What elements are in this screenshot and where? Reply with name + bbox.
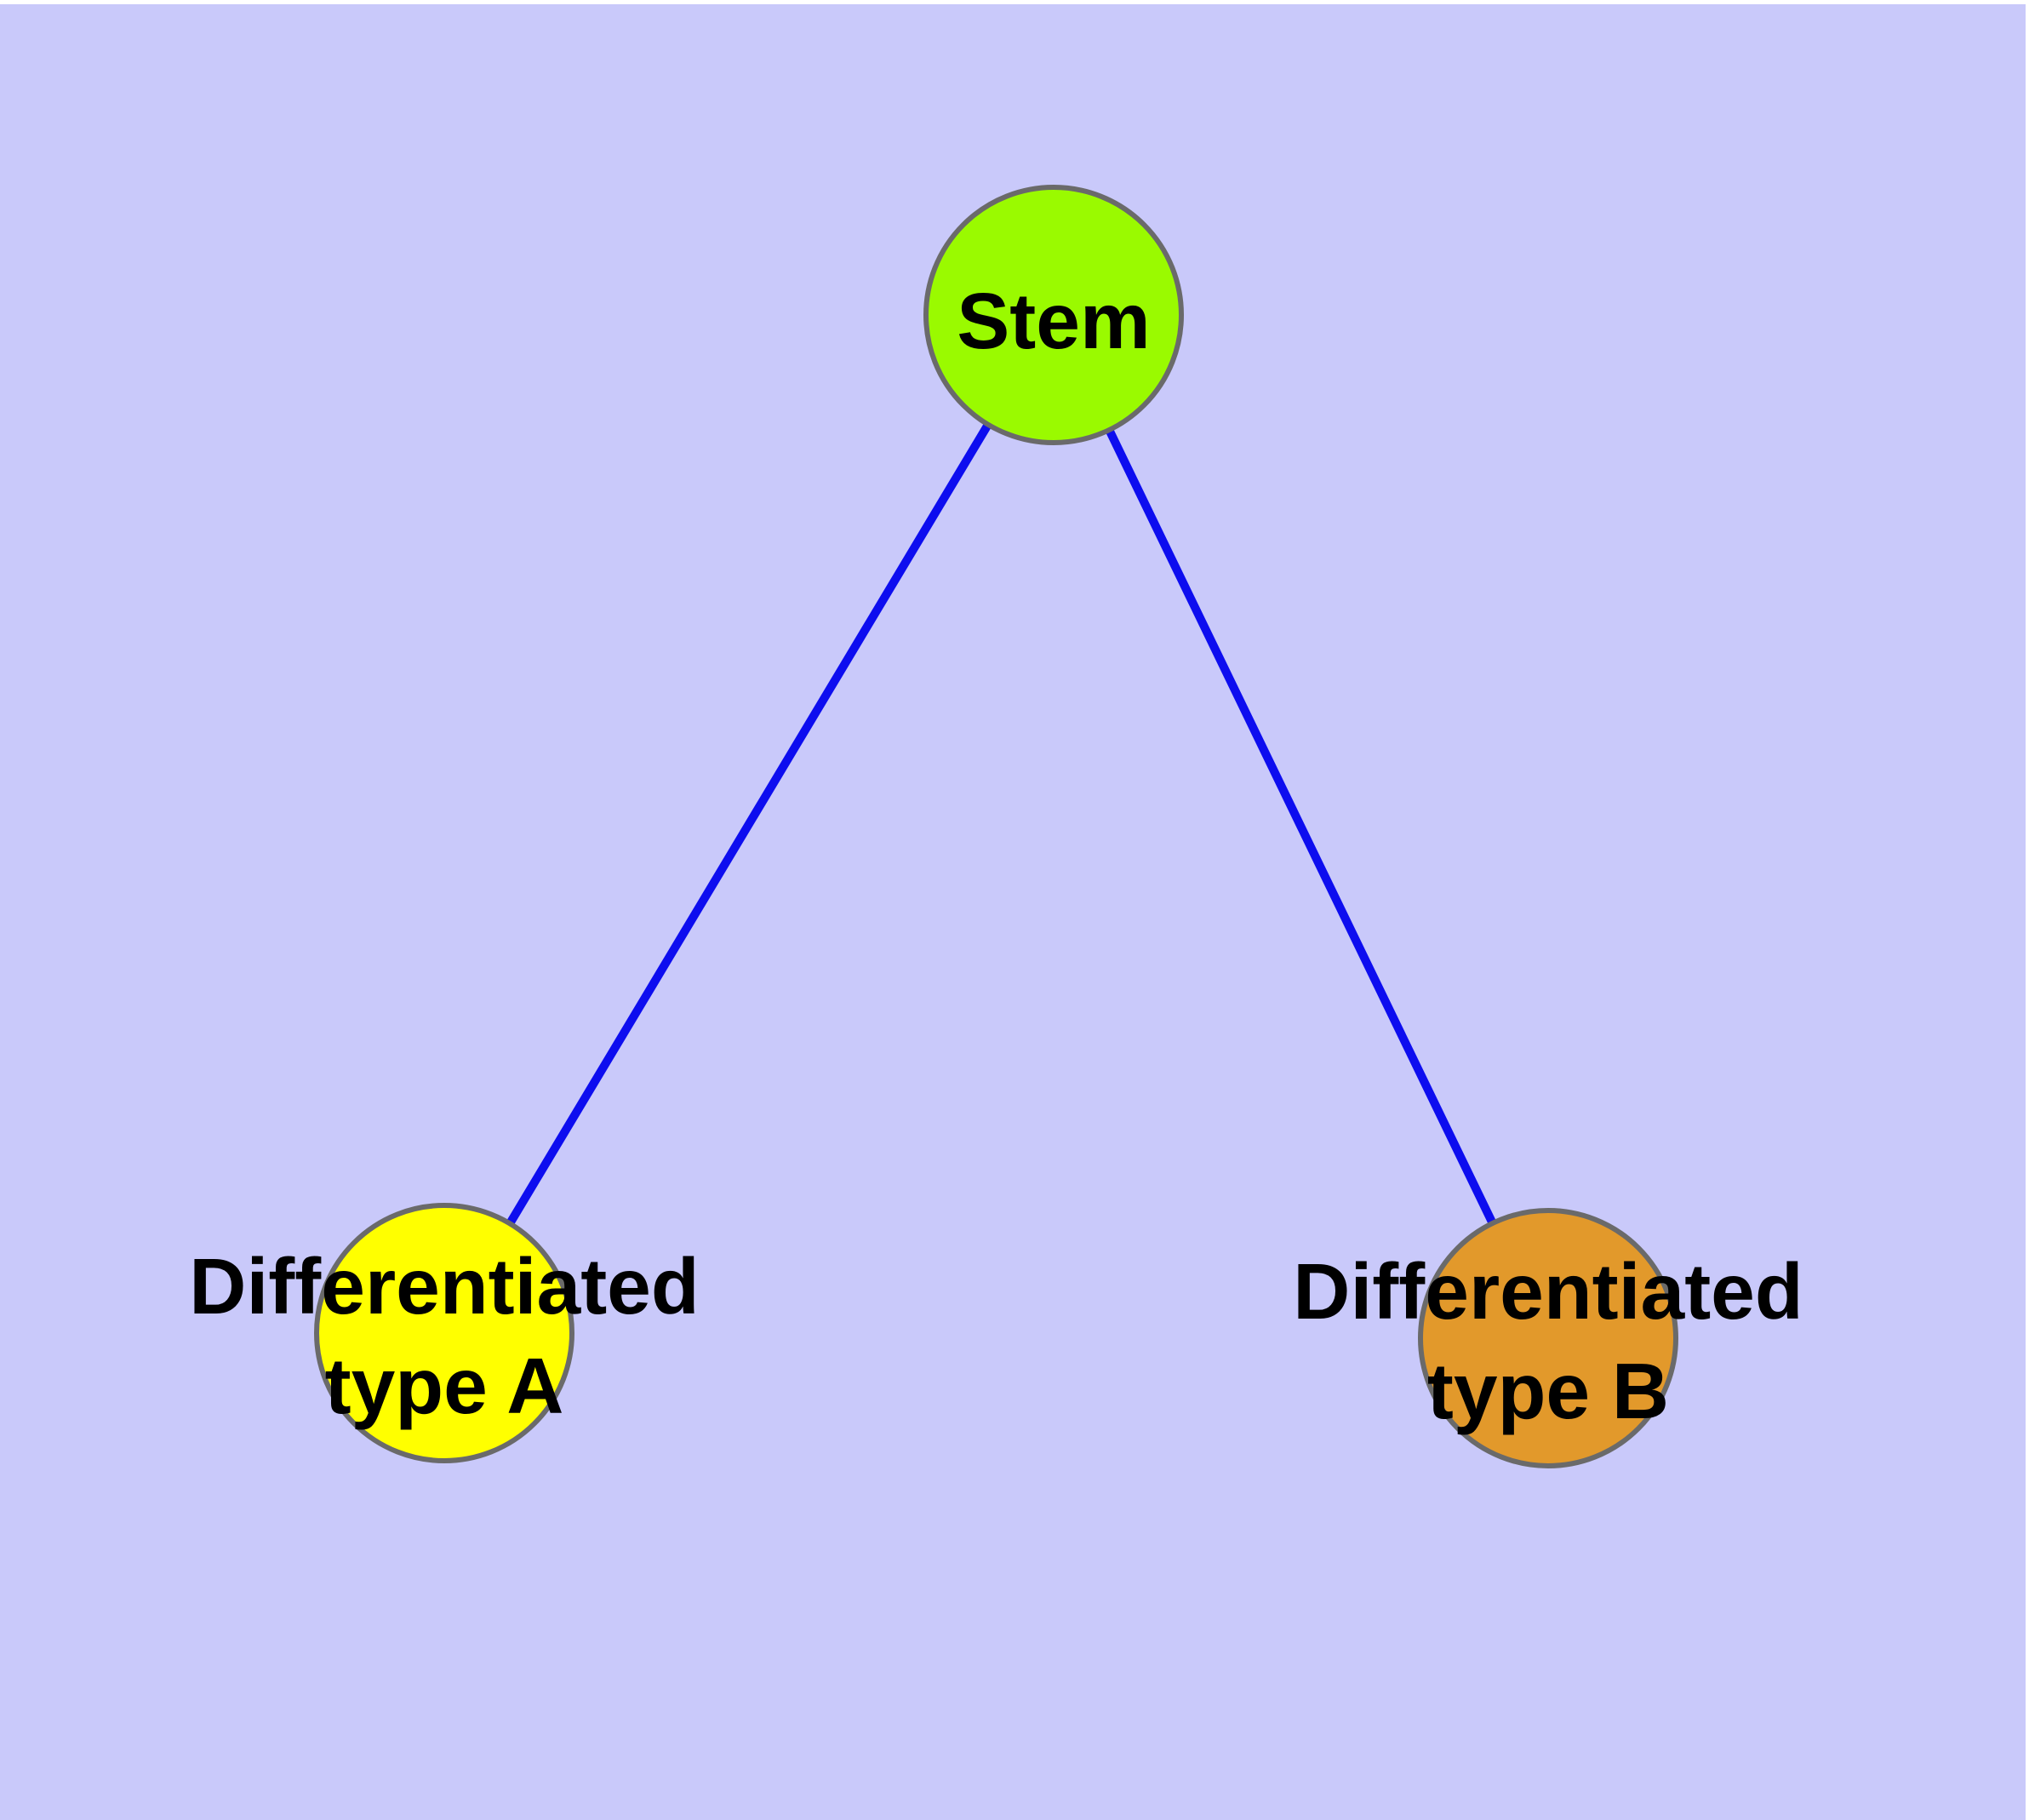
node-type-b-label-line2: type B bbox=[1427, 1347, 1669, 1435]
node-type-a-label-line1: Differentiated bbox=[189, 1242, 699, 1331]
node-differentiated-type-b bbox=[1418, 1208, 1678, 1468]
node-stem bbox=[923, 185, 1184, 445]
node-type-b-label-line1: Differentiated bbox=[1293, 1247, 1803, 1336]
node-differentiated-type-a bbox=[314, 1203, 574, 1463]
node-stem-label: Stem bbox=[957, 277, 1150, 365]
edge-stem-to-type-a bbox=[440, 311, 1058, 1337]
node-type-a-label-line2: type A bbox=[325, 1342, 564, 1430]
edge-stem-to-type-b bbox=[1049, 311, 1552, 1342]
